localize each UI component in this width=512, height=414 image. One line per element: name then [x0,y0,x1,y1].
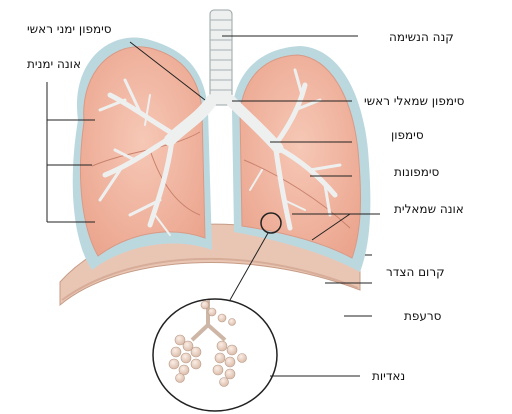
label-right-lobe: אונה ימנית [27,57,81,71]
left-bronchial-tree [249,68,342,231]
label-diaphragm: סרעפת [404,309,442,323]
left-lung [239,54,361,259]
trachea [209,9,233,106]
label-bronchus: סימפון [391,128,424,142]
magnify-source-circle [260,212,282,234]
label-left-main-bronchus: סימפון שמאלי ראשי [364,94,465,108]
label-trachea: קנה הנשימה [389,30,454,44]
alveoli-cluster [168,300,247,387]
label-bronchioles: סימפונות [394,165,440,179]
leader-lines [46,35,380,377]
label-alveoli: נאדיות [372,369,406,383]
label-right-main-bronchus: סימפון ימני ראשי [27,22,112,36]
label-pleura: קרום הצדר [386,265,445,279]
label-left-lobe: אונה שמאלית [394,202,464,216]
alveoli-inset [152,298,278,412]
right-bronchial-tree [98,78,178,236]
